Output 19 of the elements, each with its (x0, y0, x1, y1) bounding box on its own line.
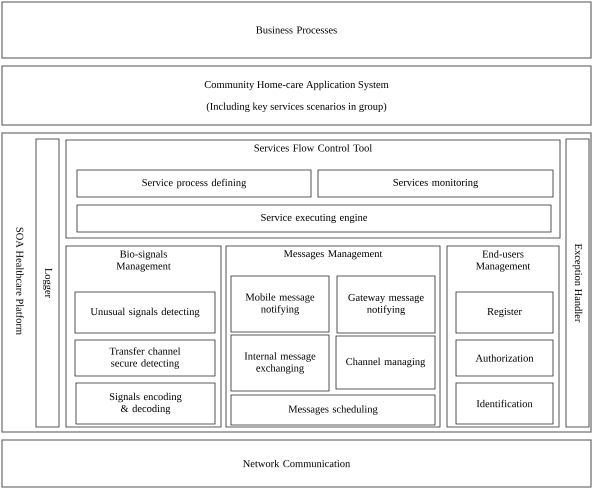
layer-box: Business Processes (1, 1, 592, 59)
component-box: Authorization (456, 340, 554, 376)
component-box: Transfer channel secure detecting (74, 340, 216, 376)
component-box: Service executing engine (76, 204, 552, 232)
component-box: Services monitoring (318, 170, 554, 198)
component-box: Internal message exchanging (230, 334, 330, 392)
component-box: Messages scheduling (230, 394, 436, 426)
side-bar: Logger (36, 138, 60, 428)
layer-box: Network Communication (1, 439, 592, 488)
component-box: Register (456, 292, 554, 334)
component-box: Gateway message notifying (336, 276, 436, 334)
component-box: Mobile message notifying (230, 276, 330, 332)
component-box: Channel managing (336, 336, 436, 390)
component-box: Identification (456, 382, 554, 424)
side-bar: Exception Handler (566, 138, 590, 428)
component-box: Unusual signals detecting (74, 292, 216, 334)
component-box: Signals encoding & decoding (76, 382, 216, 424)
component-box: Service process defining (76, 170, 312, 198)
layer-box: Community Home-care Application System (Including key services scenarios in group) (1, 65, 592, 126)
